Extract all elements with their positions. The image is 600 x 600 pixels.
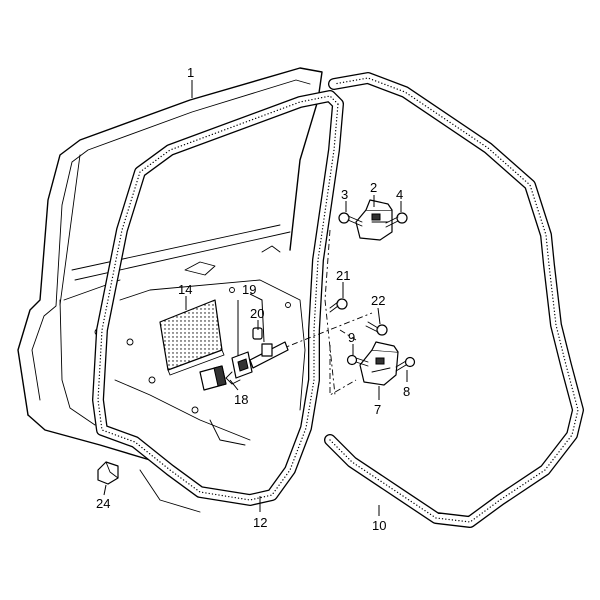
callout-24: 24 [96, 496, 110, 511]
callout-7: 7 [374, 402, 381, 417]
outer-body-seal [324, 72, 584, 528]
connector-18 [199, 365, 227, 391]
door-shell [17, 67, 323, 513]
bolt-21 [329, 298, 348, 313]
callout-18: 18 [234, 392, 248, 407]
callout-1: 1 [187, 65, 194, 80]
callout-8: 8 [403, 384, 410, 399]
leader-lines [103, 80, 408, 516]
striker-lower [359, 341, 399, 386]
callout-21: 21 [336, 268, 350, 283]
bolt-9 [346, 354, 369, 367]
plug-22 [365, 321, 388, 336]
striker-upper [355, 199, 393, 241]
callout-14: 14 [178, 282, 192, 297]
bolt-8 [395, 356, 416, 372]
callout-22: 22 [371, 293, 385, 308]
callout-20: 20 [250, 306, 264, 321]
callout-4: 4 [396, 187, 403, 202]
callout-9: 9 [348, 330, 355, 345]
callout-2: 2 [370, 180, 377, 195]
buffer-24 [97, 461, 119, 485]
inner-door-seal [92, 90, 344, 506]
callout-10: 10 [372, 518, 386, 533]
callout-3: 3 [341, 187, 348, 202]
bolt-4 [385, 212, 408, 228]
insulation-pad [159, 299, 225, 376]
callouts: 1 2 3 4 7 8 9 10 12 14 18 19 20 21 22 24 [96, 65, 410, 533]
door-check-strap [225, 341, 289, 385]
bolt-3 [338, 212, 363, 227]
callout-12: 12 [253, 515, 267, 530]
callout-19: 19 [242, 282, 256, 297]
